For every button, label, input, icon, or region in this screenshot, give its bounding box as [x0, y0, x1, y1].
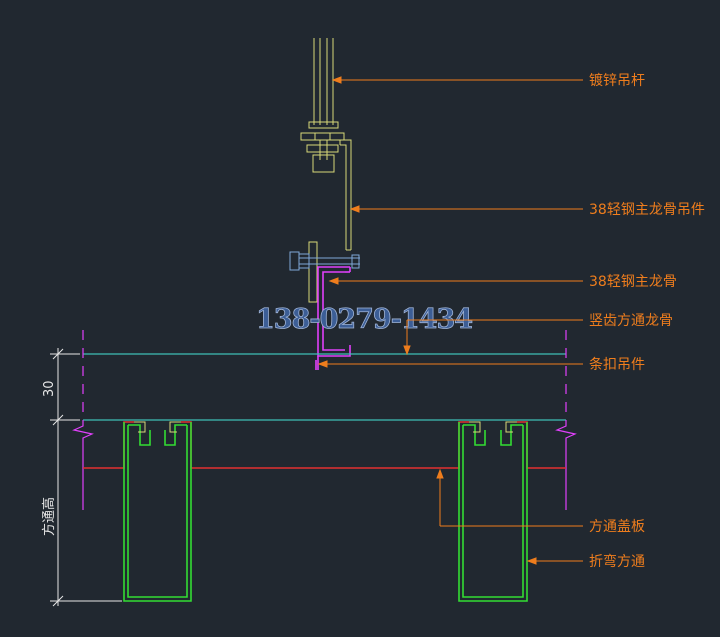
label-cover-plate: 方通盖板: [589, 519, 645, 535]
main-keel-hanger: [308, 139, 352, 303]
cover-plate: [83, 421, 566, 469]
callout-leaders: [317, 76, 583, 565]
label-hanger-rod: 镀锌吊杆: [589, 72, 645, 89]
ceiling-lines: [83, 353, 566, 421]
nut-assembly: [300, 121, 345, 173]
bent-tube-right: [458, 422, 528, 602]
dimension-tube-height: 方通高: [41, 497, 57, 536]
hanger-rod: [313, 38, 334, 160]
break-lines: [72, 330, 577, 510]
label-main-keel-hanger: 38轻钢主龙骨吊件: [589, 202, 705, 218]
bent-tube-left: [123, 422, 192, 602]
dimension-lines: [50, 348, 122, 607]
label-vertical-tooth-keel: 竖齿方通龙骨: [589, 313, 673, 329]
tooth-clips: [134, 421, 517, 433]
label-bent-tube: 折弯方通: [589, 553, 645, 570]
label-clip-hanger: 条扣吊件: [589, 356, 645, 373]
dimension-gap: 30: [42, 380, 57, 397]
main-keel: [315, 266, 351, 370]
bolt: [289, 251, 360, 271]
label-main-keel: 38轻钢主龙骨: [589, 274, 677, 290]
